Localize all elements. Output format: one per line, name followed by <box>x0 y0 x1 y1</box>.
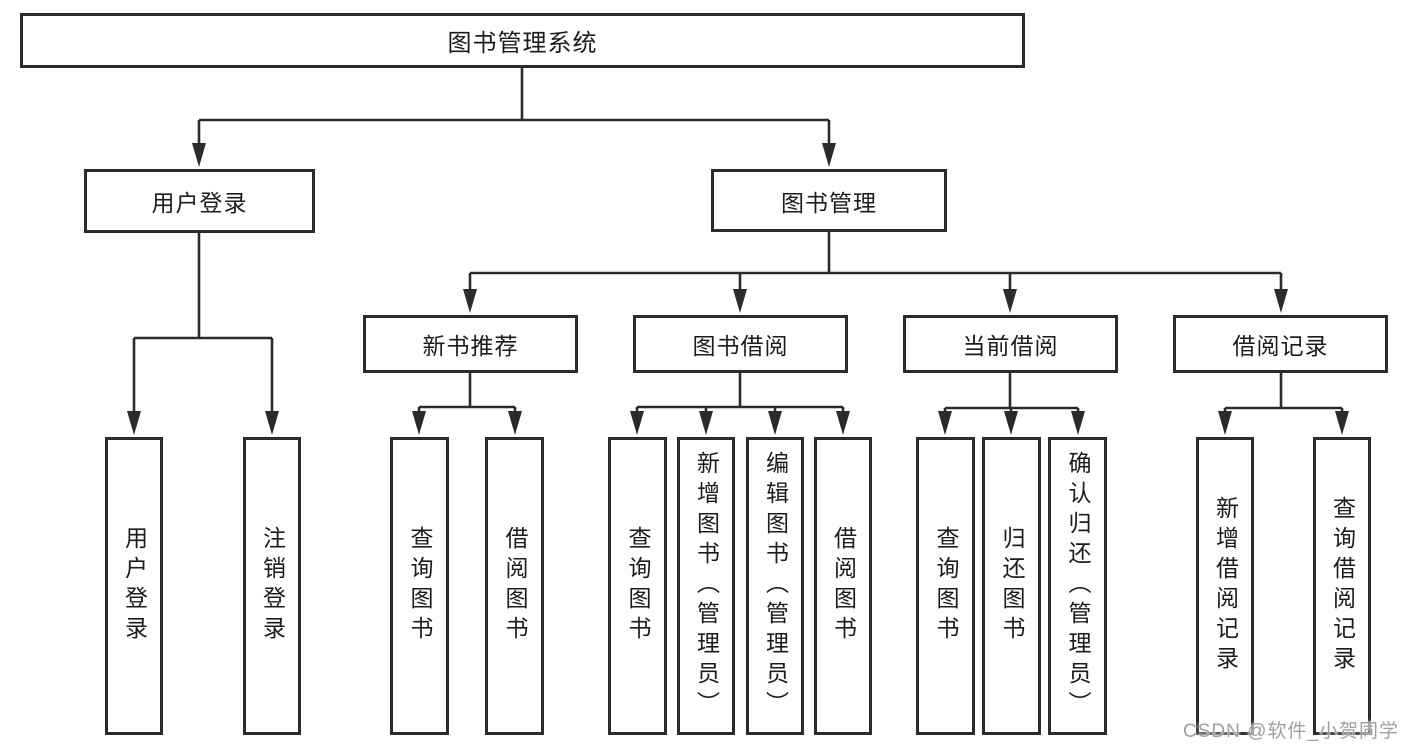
node-label: 用户登录 <box>121 526 148 646</box>
node-label: 借阅记录 <box>1232 333 1329 359</box>
node-label: 注销登录 <box>259 526 286 646</box>
book-management-branch-connector <box>463 232 1288 313</box>
arrowhead <box>836 411 850 435</box>
node-label: 查询借阅记录 <box>1329 496 1356 676</box>
node-label: 确认归还（管理员） <box>1065 451 1091 721</box>
node-label: 查询图书 <box>407 526 433 646</box>
leaf-return-book: 归还图书 <box>982 437 1041 735</box>
node-label: 借阅图书 <box>502 526 528 646</box>
current-borrow-connector <box>938 373 1085 435</box>
leaf-borrow-books: 借阅图书 <box>814 437 872 735</box>
arrowhead <box>127 411 141 435</box>
arrowhead <box>265 411 279 435</box>
node-label: 图书管理 <box>781 189 877 216</box>
node-label: 图书借阅 <box>692 333 789 359</box>
watermark-text: CSDN @软件_小贺同学 <box>1183 721 1399 742</box>
borrow-records-connector <box>1218 373 1349 435</box>
arrowhead <box>822 143 836 167</box>
arrowhead <box>1003 289 1017 313</box>
node-label: 借阅图书 <box>830 526 857 646</box>
arrowhead <box>1004 411 1018 435</box>
root-to-level2-connector <box>192 68 836 167</box>
arrowhead <box>1335 411 1349 435</box>
node-root-system: 图书管理系统 <box>20 13 1025 68</box>
leaf-query-books-borrow: 查询图书 <box>608 437 667 735</box>
arrowhead <box>1218 411 1232 435</box>
leaf-query-borrow-record: 查询借阅记录 <box>1313 437 1371 735</box>
arrowhead <box>938 411 952 435</box>
node-new-book-recommend: 新书推荐 <box>363 315 578 373</box>
leaf-borrow-books-recommend: 借阅图书 <box>485 437 544 735</box>
arrowhead <box>630 411 644 435</box>
arrowhead <box>733 289 747 313</box>
leaf-query-books-current: 查询图书 <box>916 437 975 735</box>
node-label: 查询图书 <box>933 526 959 646</box>
arrowhead <box>1071 411 1085 435</box>
arrowhead <box>412 411 426 435</box>
leaf-logout: 注销登录 <box>243 437 301 735</box>
arrowhead <box>768 411 782 435</box>
node-label: 用户登录 <box>151 190 248 216</box>
leaf-add-borrow-record: 新增借阅记录 <box>1196 437 1254 735</box>
leaf-edit-book-admin: 编辑图书（管理员） <box>746 437 804 735</box>
node-label: 图书管理系统 <box>447 30 598 57</box>
node-borrow-records: 借阅记录 <box>1173 315 1388 373</box>
node-label: 编辑图书（管理员） <box>762 451 789 721</box>
arrowhead <box>463 289 477 313</box>
leaf-add-book-admin: 新增图书（管理员） <box>677 437 735 735</box>
arrowhead <box>699 411 713 435</box>
node-user-login-module: 用户登录 <box>84 169 315 233</box>
leaf-confirm-return-admin: 确认归还（管理员） <box>1048 437 1107 735</box>
leaf-query-books-recommend: 查询图书 <box>390 437 449 735</box>
node-label: 新书推荐 <box>422 333 519 359</box>
node-book-borrow: 图书借阅 <box>633 315 848 373</box>
book-borrow-connector <box>630 373 850 435</box>
node-label: 查询图书 <box>625 526 651 646</box>
arrowhead <box>192 143 206 167</box>
node-label: 当前借阅 <box>962 333 1059 359</box>
node-book-management-module: 图书管理 <box>711 169 947 232</box>
node-label: 归还图书 <box>999 526 1025 646</box>
node-current-borrow: 当前借阅 <box>903 315 1118 373</box>
arrowhead <box>508 411 522 435</box>
leaf-user-login: 用户登录 <box>105 437 163 735</box>
new-book-recommend-connector <box>412 373 522 435</box>
user-login-branch-connector <box>127 233 279 435</box>
arrowhead <box>1274 289 1288 313</box>
node-label: 新增借阅记录 <box>1212 496 1239 676</box>
node-label: 新增图书（管理员） <box>693 451 720 721</box>
